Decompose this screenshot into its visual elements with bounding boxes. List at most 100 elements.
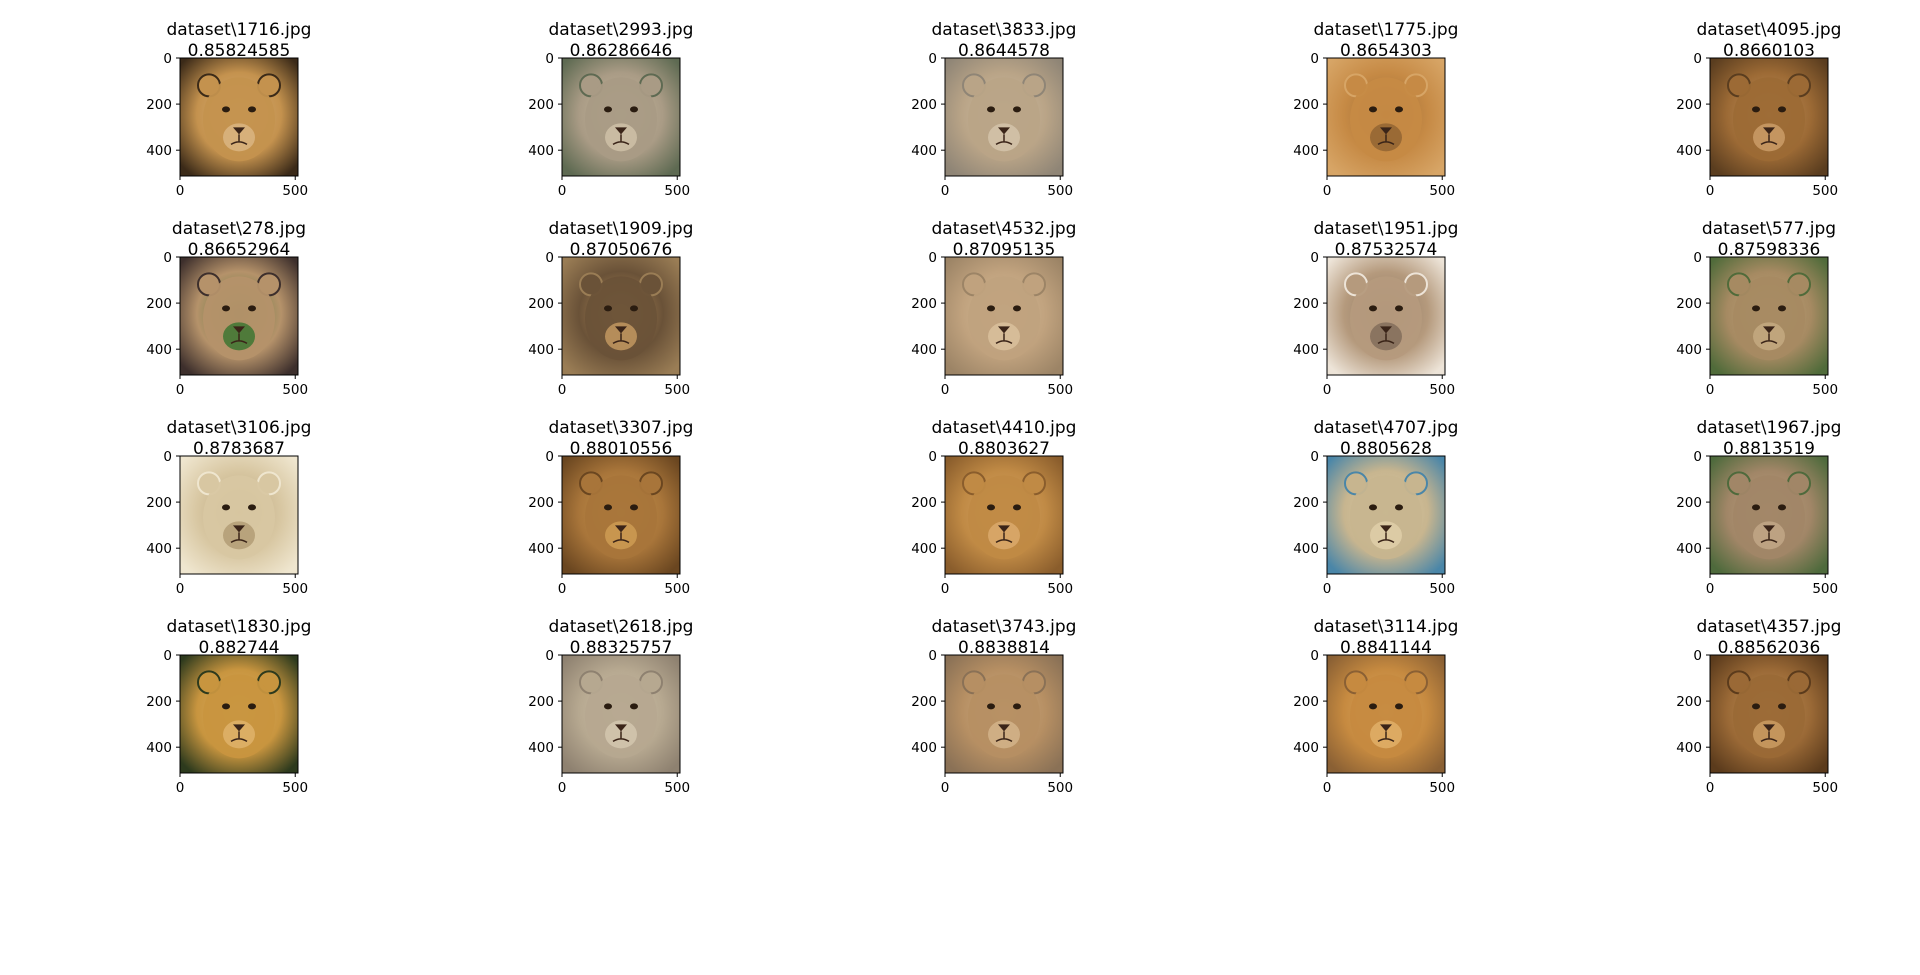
y-tick-label: 400 xyxy=(1293,342,1319,358)
y-tick-label: 0 xyxy=(1693,51,1702,67)
x-tick-label: 0 xyxy=(1706,382,1715,398)
lion-photo xyxy=(1327,456,1445,574)
axes-frame xyxy=(1326,256,1446,376)
panel-score: 0.8841144 xyxy=(1340,638,1432,658)
y-tick-label: 0 xyxy=(1693,250,1702,266)
x-tick-label: 500 xyxy=(664,780,690,796)
axes-frame xyxy=(944,256,1064,376)
lion-photo xyxy=(1710,655,1828,773)
y-tick-label: 200 xyxy=(146,694,172,710)
axes-frame xyxy=(1709,455,1829,575)
x-tick-label: 0 xyxy=(176,382,185,398)
y-tick-label: 0 xyxy=(163,449,172,465)
panel-filename: dataset\1951.jpg xyxy=(1313,219,1459,239)
panel-score: 0.88562036 xyxy=(1717,638,1821,658)
y-tick-label: 0 xyxy=(163,250,172,266)
lion-photo xyxy=(562,58,680,176)
panel-filename: dataset\4357.jpg xyxy=(1696,617,1842,637)
y-tick-label: 200 xyxy=(1293,694,1319,710)
y-tick-label: 400 xyxy=(1293,143,1319,159)
y-tick-label: 200 xyxy=(528,495,554,511)
panel-score: 0.85824585 xyxy=(187,41,291,61)
panel-score: 0.87050676 xyxy=(569,240,673,260)
x-tick-label: 0 xyxy=(941,780,950,796)
panel-filename: dataset\1909.jpg xyxy=(548,219,694,239)
axes-frame xyxy=(561,654,681,774)
y-tick-label: 0 xyxy=(163,648,172,664)
axes-frame xyxy=(944,57,1064,177)
panel-score: 0.88325757 xyxy=(569,638,673,658)
y-tick-label: 200 xyxy=(1293,495,1319,511)
y-tick-label: 400 xyxy=(911,541,937,557)
y-tick-label: 0 xyxy=(545,449,554,465)
y-tick-label: 200 xyxy=(146,296,172,312)
panel-filename: dataset\3114.jpg xyxy=(1313,617,1459,637)
x-tick-label: 500 xyxy=(1429,382,1455,398)
panel-filename: dataset\4095.jpg xyxy=(1696,20,1842,40)
panel-score: 0.86286646 xyxy=(569,41,673,61)
y-tick-label: 200 xyxy=(1676,495,1702,511)
y-tick-label: 400 xyxy=(146,541,172,557)
panel-score: 0.88010556 xyxy=(569,439,673,459)
axes-frame xyxy=(561,455,681,575)
panel-filename: dataset\1716.jpg xyxy=(166,20,312,40)
panel-score: 0.8805628 xyxy=(1340,439,1432,459)
x-tick-label: 0 xyxy=(1323,183,1332,199)
y-tick-label: 0 xyxy=(1310,449,1319,465)
y-tick-label: 200 xyxy=(1676,97,1702,113)
x-tick-label: 0 xyxy=(558,581,567,597)
panel-filename: dataset\1775.jpg xyxy=(1313,20,1459,40)
axes-frame xyxy=(1326,654,1446,774)
x-tick-label: 500 xyxy=(282,581,308,597)
y-tick-label: 400 xyxy=(528,342,554,358)
axes-frame xyxy=(1709,654,1829,774)
panel-filename: dataset\2993.jpg xyxy=(548,20,694,40)
y-tick-label: 400 xyxy=(1676,342,1702,358)
axes-frame xyxy=(1326,57,1446,177)
lion-photo xyxy=(562,456,680,574)
x-tick-label: 500 xyxy=(1047,780,1073,796)
panel-filename: dataset\4410.jpg xyxy=(931,418,1077,438)
lion-photo xyxy=(180,655,298,773)
x-tick-label: 500 xyxy=(1812,581,1838,597)
y-tick-label: 200 xyxy=(911,495,937,511)
x-tick-label: 500 xyxy=(664,183,690,199)
y-tick-label: 400 xyxy=(911,740,937,756)
y-tick-label: 200 xyxy=(146,97,172,113)
y-tick-label: 0 xyxy=(1310,250,1319,266)
x-tick-label: 0 xyxy=(176,581,185,597)
x-tick-label: 0 xyxy=(941,581,950,597)
panel-filename: dataset\3106.jpg xyxy=(166,418,312,438)
axes-frame xyxy=(179,455,299,575)
y-tick-label: 400 xyxy=(1676,541,1702,557)
lion-photo xyxy=(180,257,298,375)
lion-photo xyxy=(180,58,298,176)
lion-photo xyxy=(1327,257,1445,375)
x-tick-label: 500 xyxy=(282,780,308,796)
x-tick-label: 500 xyxy=(1812,183,1838,199)
axes-frame xyxy=(944,455,1064,575)
lion-photo xyxy=(1710,257,1828,375)
lion-photo xyxy=(945,58,1063,176)
panel-score: 0.882744 xyxy=(198,638,280,658)
y-tick-label: 200 xyxy=(1293,296,1319,312)
y-tick-label: 200 xyxy=(911,694,937,710)
y-tick-label: 0 xyxy=(545,51,554,67)
y-tick-label: 0 xyxy=(1693,449,1702,465)
